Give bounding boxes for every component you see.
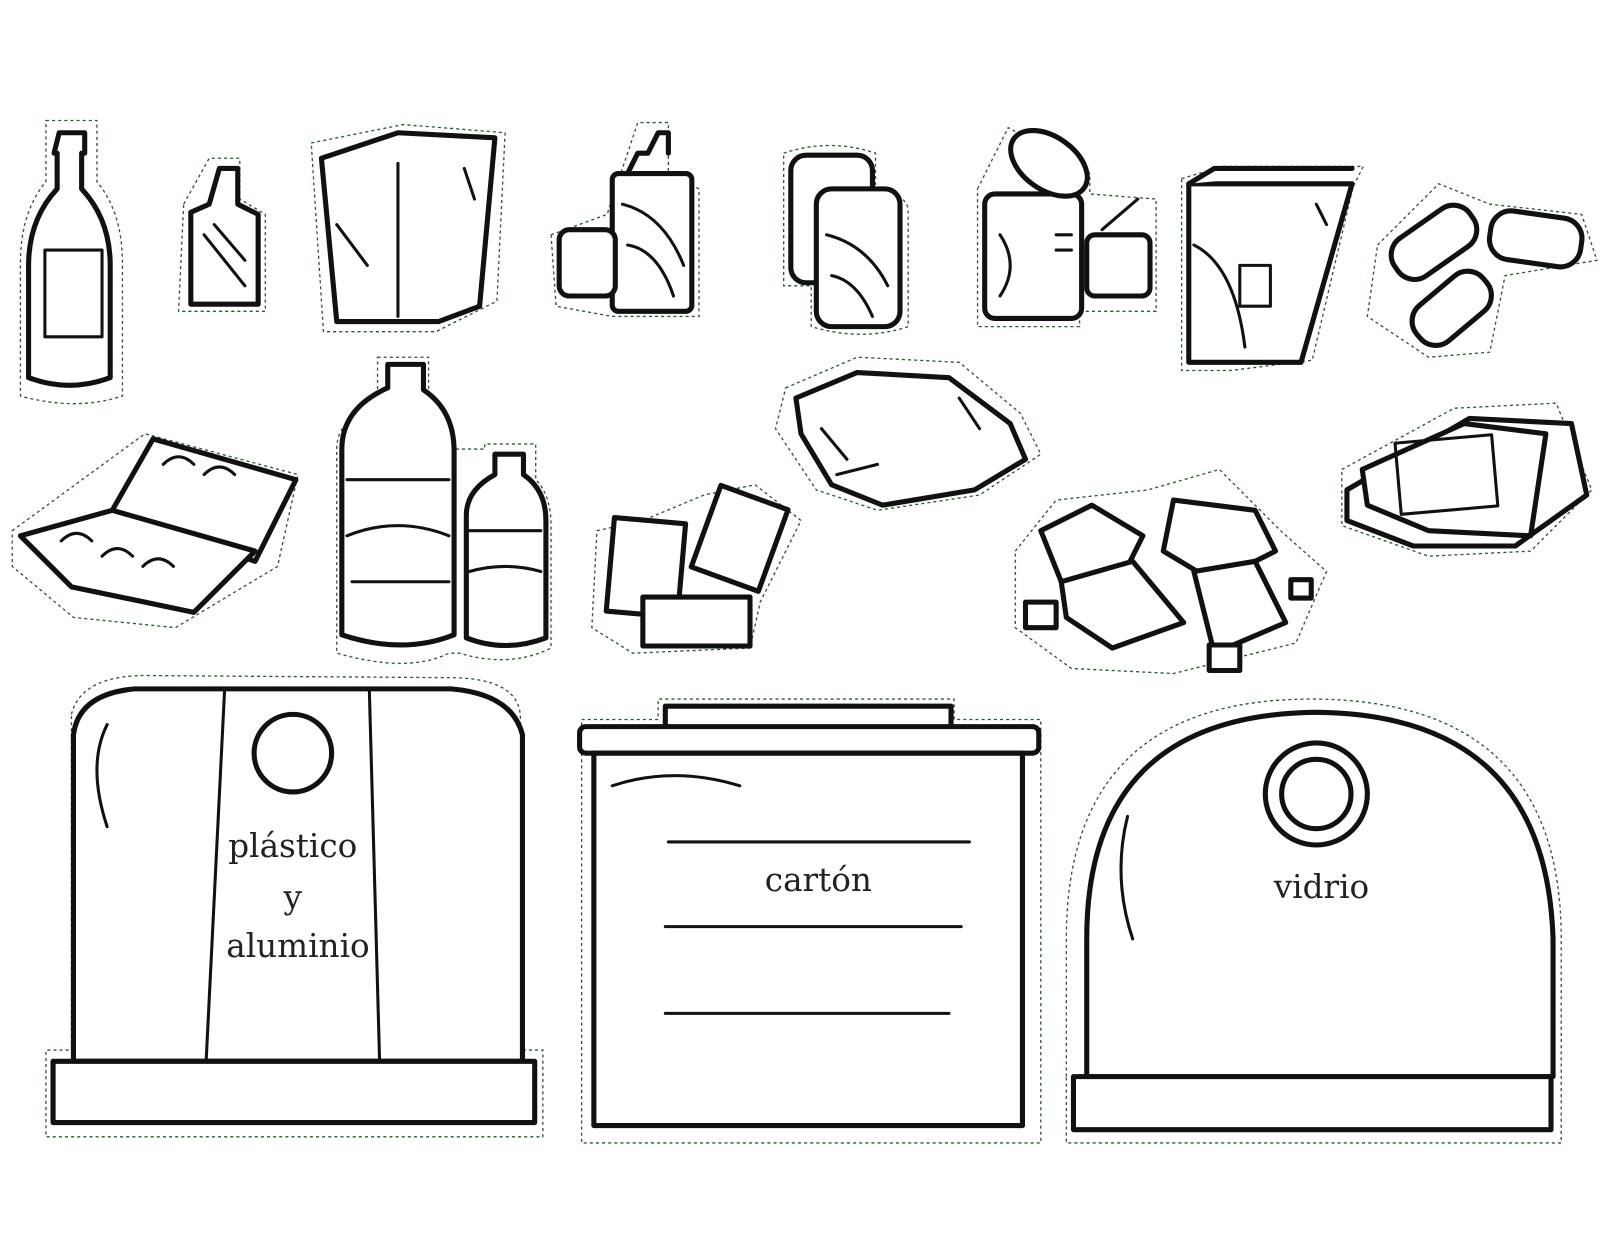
newspapers[interactable]	[1341, 402, 1593, 557]
aluminium-cans[interactable]	[783, 144, 909, 335]
bin-label: vidrio	[1273, 868, 1369, 906]
paper-bag[interactable]	[310, 123, 506, 333]
bin-glass[interactable]: vidrio	[1065, 698, 1562, 1144]
crushed-juice-cartons[interactable]	[591, 482, 802, 654]
bin-label: cartón	[765, 861, 872, 899]
bin-cardboard[interactable]: cartón	[577, 698, 1042, 1144]
glass-wine-bottle[interactable]	[19, 119, 124, 405]
tin-cans[interactable]	[976, 117, 1157, 328]
bin-plastic-aluminium[interactable]: plástico y aluminio	[45, 674, 544, 1138]
aerosol-can[interactable]	[550, 121, 700, 318]
bin-label: plástico y aluminio	[226, 827, 369, 965]
small-glass-bottle[interactable]	[177, 157, 266, 312]
egg-carton[interactable]	[11, 433, 299, 629]
cereal-box[interactable]	[1180, 165, 1365, 372]
crumpled-plastic-bag[interactable]	[774, 356, 1042, 511]
plastic-bottles[interactable]	[336, 356, 552, 664]
paper-scraps[interactable]	[1014, 468, 1328, 675]
crushed-cans[interactable]	[1366, 182, 1598, 358]
